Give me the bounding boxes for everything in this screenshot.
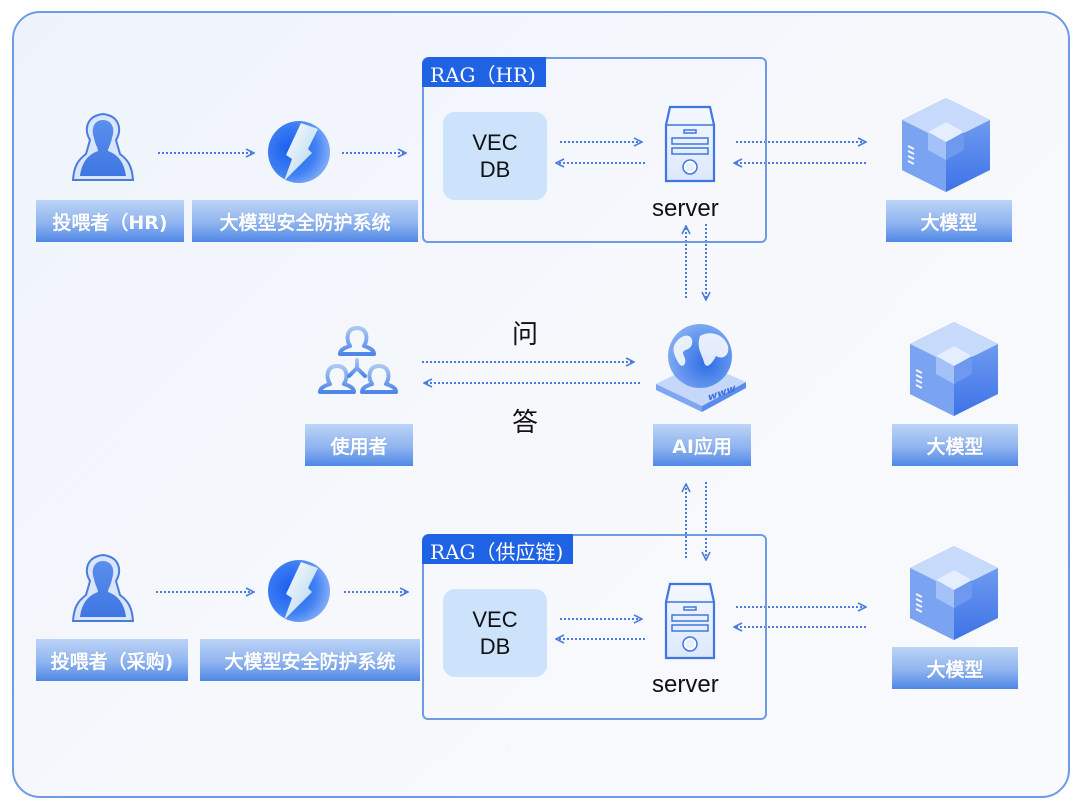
llm-bottom-label: 大模型 (892, 647, 1018, 689)
rag-hr-title: RAG（HR) (422, 57, 546, 87)
vecdb-bottom: VEC DB (443, 589, 547, 677)
vecdb-top-line2: DB (479, 157, 511, 182)
llm-top-label: 大模型 (886, 200, 1012, 242)
feeder-hr-label: 投喂者（HR) (36, 200, 184, 242)
feeder-procurement-label: 投喂者（采购) (36, 639, 188, 681)
vecdb-top-line1: VEC (472, 130, 518, 155)
hooded-person-icon (71, 553, 135, 622)
lightning-shield-icon (268, 121, 330, 183)
server-bottom-label: server (652, 671, 719, 698)
rag-hr-container: RAG（HR) (422, 57, 767, 243)
ai-app-label: AI应用 (653, 424, 751, 466)
ask-label: 问 (512, 320, 539, 350)
lightning-shield-icon (268, 560, 330, 622)
cube-stack-icon (902, 98, 990, 192)
user-group-icon (318, 326, 398, 394)
server-icon (664, 582, 716, 660)
guard-system-bottom-label: 大模型安全防护系统 (200, 639, 420, 681)
server-top-label: server (652, 195, 719, 222)
vecdb-bottom-line2: DB (479, 634, 511, 659)
rag-supply-chain-title: RAG（供应链) (422, 534, 574, 564)
server-icon (664, 105, 716, 183)
guard-system-top-label: 大模型安全防护系统 (192, 200, 418, 242)
answer-label: 答 (512, 408, 539, 438)
hooded-person-icon (71, 112, 135, 181)
cube-stack-icon (910, 546, 998, 640)
llm-middle-label: 大模型 (892, 424, 1018, 466)
globe-www-icon: www (656, 324, 746, 412)
cube-stack-icon (910, 322, 998, 416)
user-label: 使用者 (305, 424, 413, 466)
vecdb-bottom-line1: VEC (472, 607, 518, 632)
vecdb-top: VEC DB (443, 112, 547, 200)
rag-supply-chain-container: RAG（供应链) (422, 534, 767, 720)
